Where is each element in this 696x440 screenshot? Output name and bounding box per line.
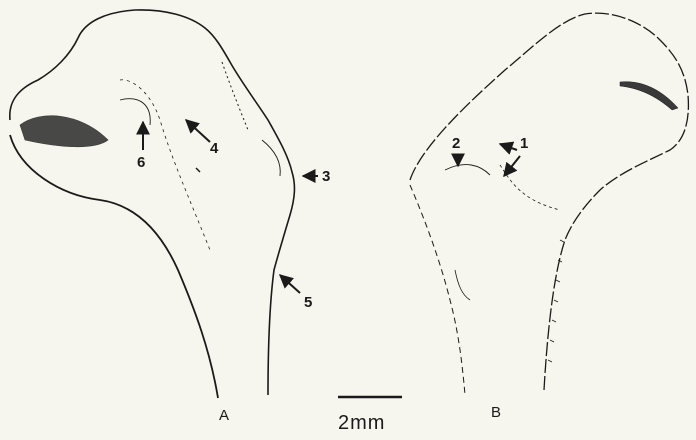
panel-b-label: B [491,404,501,421]
callout-arrows [143,120,520,293]
panel-b-head [445,165,490,175]
arrow-5 [280,275,300,293]
panel-b-hatching [620,82,678,110]
panel-b-lower-scar [455,270,470,300]
panel-a-tubercle [262,140,280,176]
panel-b-right-ticks [548,240,564,362]
arrow-4 [186,120,210,142]
callout-5-label: 5 [304,294,312,311]
callout-4-label: 4 [210,140,218,157]
callout-3-label: 3 [322,168,330,185]
scale-bar-label: 2mm [338,412,385,435]
panel-b-left-shaft [410,185,465,395]
arrow-1a [500,144,517,150]
panel-b-specimen [410,13,688,395]
panel-a-left-shaft [10,135,218,398]
panel-a-fossa [120,99,150,125]
callout-1-label: 1 [520,135,528,152]
callout-2-label: 2 [452,135,460,152]
panel-b-fossa [500,165,560,210]
callout-6-label: 6 [137,154,145,171]
panel-a-label: A [219,407,229,424]
panel-a-specimen [10,10,295,398]
panel-a-dashed-ridge [222,62,248,130]
arrow-1b [504,156,520,176]
panel-a-outline [10,10,295,395]
panel-a-notch [196,168,200,172]
panel-a-inner-line [120,80,210,250]
panel-a-stipple [20,116,108,147]
panel-b-outline [410,13,688,390]
